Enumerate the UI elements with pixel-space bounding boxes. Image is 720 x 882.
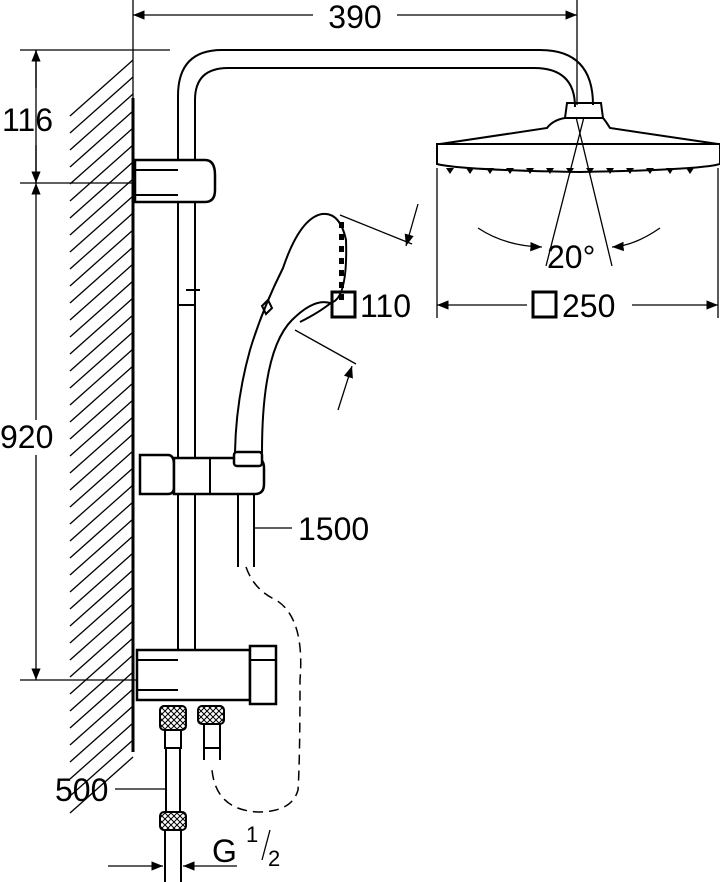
nozzle xyxy=(546,168,554,174)
hand-shower-holder xyxy=(138,450,266,496)
thermostat-mixer xyxy=(135,644,278,706)
hatch-line xyxy=(69,161,134,219)
hatch-line xyxy=(69,688,134,746)
hatch-line xyxy=(69,297,134,355)
dimension-arm-height-label: 116 xyxy=(2,102,53,138)
hatch-line xyxy=(69,382,134,440)
hatch-line xyxy=(69,365,134,423)
hatch-line xyxy=(69,348,134,406)
nozzle xyxy=(339,234,344,240)
hatch-line xyxy=(69,450,134,508)
dimension-bar-height-label: 920 xyxy=(0,419,53,455)
hatch-line xyxy=(69,280,134,338)
hatch-line xyxy=(69,93,134,151)
hatch-line xyxy=(69,501,134,559)
hatch-line xyxy=(69,552,134,610)
shower-hose: 1500 xyxy=(211,494,369,813)
top-wall-bracket xyxy=(133,158,217,204)
hatch-line xyxy=(69,416,134,474)
wall-hatching xyxy=(69,59,134,814)
hatch-line xyxy=(69,212,134,270)
dimension-hose-length-label: 1500 xyxy=(298,511,369,547)
thread-prefix-label: G xyxy=(212,833,237,869)
hatch-line xyxy=(69,433,134,491)
overhead-shower-head xyxy=(436,102,720,174)
hatch-line xyxy=(69,603,134,661)
hatch-line xyxy=(69,76,134,134)
nozzle xyxy=(506,168,514,174)
thread-numerator-label: 1 xyxy=(246,822,258,847)
riser-pipe xyxy=(177,49,594,680)
hatch-line xyxy=(69,586,134,644)
dimension-head-size-label: 250 xyxy=(562,288,615,324)
hatch-line xyxy=(69,671,134,729)
nozzle xyxy=(339,282,344,288)
hatch-line xyxy=(69,144,134,202)
hand-shower xyxy=(233,212,348,453)
nozzle xyxy=(339,246,344,252)
dimension-thread: G 1 2 xyxy=(108,822,280,871)
dimension-head-angle-label: 20° xyxy=(547,239,595,275)
dimension-hand-size: 110 xyxy=(294,203,419,411)
nozzle xyxy=(446,168,454,174)
nozzle xyxy=(339,270,344,276)
nozzle xyxy=(586,168,594,174)
nozzle xyxy=(606,168,614,174)
dimension-head-size: 250 xyxy=(436,168,719,324)
hatch-line xyxy=(69,535,134,593)
hatch-line xyxy=(69,722,134,780)
dimension-width-total: 390 xyxy=(132,0,578,105)
hatch-line xyxy=(69,569,134,627)
square-outline-icon xyxy=(531,290,558,319)
nozzle xyxy=(686,168,694,174)
nozzle xyxy=(526,168,534,174)
shower-head-nozzles xyxy=(446,168,694,174)
nozzle xyxy=(466,168,474,174)
hatch-line xyxy=(69,620,134,678)
nozzle xyxy=(339,222,344,228)
hatch-line xyxy=(69,229,134,287)
hatch-line xyxy=(69,127,134,185)
dimension-height: 116 920 xyxy=(0,49,170,681)
nozzle xyxy=(486,168,494,174)
hatch-line xyxy=(69,110,134,168)
hatch-line xyxy=(69,467,134,525)
hatch-line xyxy=(69,246,134,304)
hatch-line xyxy=(69,637,134,695)
square-outline-icon xyxy=(330,290,357,319)
hatch-line xyxy=(69,484,134,542)
nozzle xyxy=(339,258,344,264)
hatch-line xyxy=(69,756,134,814)
hatch-line xyxy=(69,739,134,797)
hatch-line xyxy=(69,314,134,372)
hatch-line xyxy=(69,331,134,389)
hatch-line xyxy=(69,195,134,253)
hatch-line xyxy=(69,705,134,763)
water-inlets xyxy=(159,705,225,882)
thread-denominator-label: 2 xyxy=(268,846,280,871)
dimension-hand-size-label: 110 xyxy=(360,288,411,324)
dimension-width-total-label: 390 xyxy=(328,0,381,35)
dimension-head-angle: 20° xyxy=(477,116,661,275)
dimension-supply-length: 500 xyxy=(55,772,166,808)
hatch-line xyxy=(69,178,134,236)
hand-shower-nozzles xyxy=(339,222,344,300)
hatch-line xyxy=(69,399,134,457)
hatch-line xyxy=(69,518,134,576)
dimension-supply-length-label: 500 xyxy=(55,772,108,808)
nozzle xyxy=(339,294,344,300)
nozzle xyxy=(666,168,674,174)
nozzle xyxy=(646,168,654,174)
hatch-line xyxy=(69,654,134,712)
wall xyxy=(69,59,135,814)
nozzle xyxy=(626,168,634,174)
hatch-line xyxy=(69,263,134,321)
hatch-line xyxy=(69,59,134,117)
